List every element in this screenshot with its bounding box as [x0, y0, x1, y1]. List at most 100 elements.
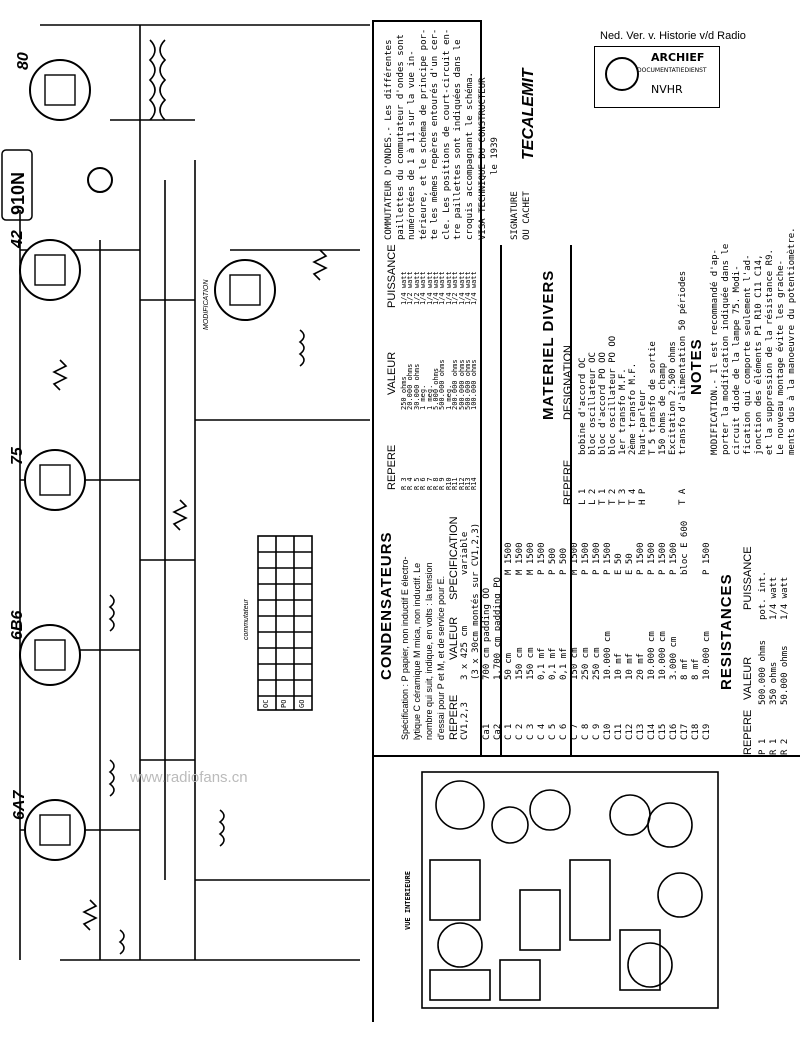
res-row-valeur: 350 ohms: [769, 661, 779, 705]
tube-42-symbol: [19, 239, 81, 301]
cond-row-valeur: 0,1 mf: [537, 647, 547, 680]
cond-row-spec: P 1500: [669, 542, 679, 575]
cond-row-valeur: 10.000 cm: [658, 631, 668, 680]
mat-row-repere: L 1: [578, 488, 588, 505]
commutateur-line: tre paillettes sont indiquées dans le: [453, 39, 463, 240]
visa-line-2: le 1939: [490, 137, 500, 175]
archive-logo-icon: [605, 57, 639, 91]
res-header-repere: REPERE: [742, 709, 754, 755]
cond-row-spec: M 1500: [515, 542, 525, 575]
modification-caption: MODIFICATION: [203, 279, 210, 330]
cond-row-repere: C13: [636, 723, 646, 740]
commutateur-line: te les mêmes repères entourés d'un cer-: [430, 28, 440, 240]
commutateur-line: térieure, et le schéma de principe por-: [418, 28, 429, 240]
signature-line-2: OU CACHET: [522, 191, 532, 240]
cond-row-repere: C 3: [526, 723, 536, 740]
cond-row-valeur: 50 cm: [504, 652, 514, 680]
rtop-header-valeur: VALEUR: [386, 351, 398, 395]
archive-stamp: ARCHIEF DOCUMENTATIEDIENST NVHR: [594, 46, 720, 108]
tube-75-symbol: [24, 449, 86, 511]
cond-row-valeur: 700 cm padding OO: [482, 587, 492, 680]
res-row-puissance: 1/4 watt: [780, 576, 790, 620]
res-header-puissance: PUISSANCE: [742, 546, 754, 610]
cond-row-valeur: 150 cm: [570, 647, 580, 680]
cond-spec-line-2: lytique C céramique M mica, non inductif…: [412, 562, 422, 740]
mat-row-repere: T 3: [618, 488, 628, 505]
cond-row-valeur: (3 x 30cm montés sur CV1,2,3): [471, 522, 481, 680]
panel-frame-divider-3: [570, 245, 572, 755]
res-row-repere: R 1: [769, 738, 779, 755]
tube-6A7-symbol: [24, 799, 86, 861]
cond-row-spec: bloc E 600: [680, 520, 690, 575]
mat-row-designation: bloc oscillateur PO OO: [608, 335, 618, 455]
res-row-puissance: 1/4 watt: [769, 576, 779, 620]
vue-interieure-caption: VUE INTERIEURE: [404, 870, 412, 930]
mat-row-designation: bloc oscillateur OC: [588, 352, 598, 455]
mat-row-repere: T 2: [608, 488, 618, 505]
cond-row-repere: C11: [614, 723, 624, 740]
panel-frame-bottom: [372, 755, 800, 757]
cond-row-valeur: 8 mf: [691, 658, 701, 680]
cond-row-spec: variable: [460, 531, 470, 575]
cond-row-repere: C14: [647, 723, 657, 740]
mat-row-designation: transfo d'alimentation 50 périodes: [678, 270, 688, 455]
panel-frame-top: [372, 20, 480, 22]
rtop-row-repere: R14: [470, 477, 479, 490]
cond-row-valeur: 0,1 mf: [559, 647, 569, 680]
cond-row-spec: P 1500: [537, 542, 547, 575]
tube-80-symbol: [29, 59, 91, 121]
cond-row-repere: Ca1: [482, 723, 492, 740]
cond-spec-line-1: Spécification : P papier, non inductif E…: [400, 556, 410, 740]
cond-row-repere: Ca2: [493, 723, 503, 740]
panel-frame-left: [372, 20, 374, 1022]
res-header-valeur: VALEUR: [742, 656, 754, 700]
cond-row-valeur: 10 mf: [614, 652, 624, 680]
cond-row-repere: C16: [669, 723, 679, 740]
res-row-repere: P 1: [758, 738, 768, 755]
mat-row-repere: H P: [638, 488, 648, 505]
cond-row-valeur: 1.700 cm padding PO: [493, 577, 503, 680]
cond-row-spec: P 500: [548, 547, 558, 575]
mat-row-designation: Excitation 2.500 ohms: [668, 341, 678, 455]
cond-spec-line-4: d'essai pour P et M, et de service pour …: [436, 575, 446, 740]
notes-line: et la suppression de la résistance R9.: [765, 249, 775, 455]
cond-row-spec: M 1500: [526, 542, 536, 575]
mat-row-repere: L 2: [588, 488, 598, 505]
tube-label-80: 80: [15, 52, 32, 70]
commutateur-line: cle. Les positions de court-circuit en-: [441, 28, 452, 240]
cond-row-spec: P 500: [559, 547, 569, 575]
mat-row-repere: T 4: [628, 488, 638, 505]
mat-header-designation: DESIGNATION: [562, 345, 574, 420]
component-layout: [421, 771, 719, 1009]
tube-label-6a7: 6A7: [11, 790, 28, 820]
res-row-valeur: 500.000 ohms: [758, 639, 768, 705]
tube-modification-symbol: [214, 259, 276, 321]
cond-row-valeur: 10.000 cm: [603, 631, 613, 680]
commutateur-line: numérotées de 1 à 11 sur la vue in-: [407, 50, 417, 240]
mat-row-repere: T 1: [598, 488, 608, 505]
tube-6B6-symbol: [19, 624, 81, 686]
cond-row-repere: C 8: [581, 723, 591, 740]
notes-line: fication qui comporte seulement l'ad-: [743, 254, 753, 455]
cond-header-spec: SPECIFICATION: [448, 516, 460, 600]
cond-row-valeur: 150 cm: [515, 647, 525, 680]
cond-row-valeur: 10.000 cm: [647, 631, 657, 680]
notes-line: ments dus à la manoeuvre du potentiomètr…: [787, 227, 797, 455]
tube-label-6b6: 6B6: [9, 611, 26, 640]
cond-row-repere: C15: [658, 723, 668, 740]
cond-row-repere: C 6: [559, 723, 569, 740]
cond-row-spec: P 1500: [592, 542, 602, 575]
cond-row-valeur: 3 x 425 cm: [460, 625, 470, 680]
tube-label-75: 75: [9, 446, 26, 465]
cond-row-spec: P 1500: [647, 542, 657, 575]
panel-frame-divider-1: [480, 20, 482, 755]
cond-row-spec: M 1500: [504, 542, 514, 575]
cond-row-valeur: 3.000 cm: [669, 636, 679, 680]
stamp-title: ARCHIEF: [651, 51, 705, 64]
mat-row-designation: 150 ohms de champ: [658, 362, 668, 455]
mat-row-designation: T 5 transfo de sortie: [648, 341, 658, 455]
speaker-symbol: [87, 167, 113, 193]
cond-row-repere: C 9: [592, 723, 602, 740]
mat-row-designation: bobine d'accord OC: [578, 357, 588, 455]
res-row-valeur: 50.000 ohms: [780, 645, 790, 705]
